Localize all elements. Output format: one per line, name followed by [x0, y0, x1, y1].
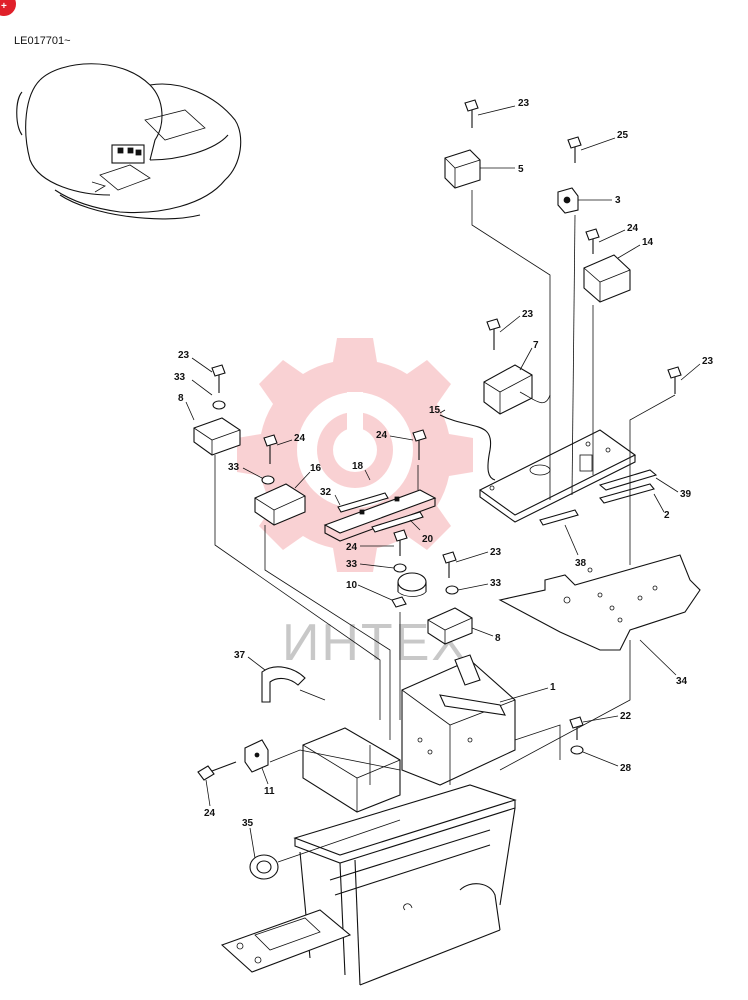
part-label: 8	[178, 393, 184, 404]
part-label: 23	[702, 356, 714, 367]
part-label: 14	[642, 237, 654, 248]
part-label: 35	[242, 818, 254, 829]
relay-5	[444, 149, 481, 189]
harness-connector-7	[483, 364, 551, 415]
part-label: 15	[429, 405, 441, 416]
bolt-23-top	[464, 99, 479, 128]
bar-39	[598, 469, 658, 491]
controller-16	[254, 483, 306, 526]
part-label: 38	[575, 558, 587, 569]
bolt-22	[569, 716, 584, 755]
bolt-23-lower	[442, 551, 459, 595]
part-label: 22	[620, 711, 632, 722]
bolt-24-right	[585, 228, 600, 254]
floor-plate-34	[498, 554, 701, 651]
clip-3	[557, 187, 579, 214]
part-label: 39	[680, 489, 692, 500]
part-label: 11	[264, 786, 275, 797]
part-label: 23	[522, 309, 534, 320]
part-label: 32	[320, 487, 332, 498]
part-label: 33	[490, 578, 502, 589]
part-label: 10	[346, 580, 358, 591]
bar-20	[371, 511, 424, 533]
handle-37	[261, 666, 306, 703]
part-label: 34	[676, 676, 688, 687]
svg-text:+: +	[1, 1, 7, 12]
part-label: 33	[346, 559, 358, 570]
part-label: 33	[174, 372, 186, 383]
bar-32	[337, 492, 389, 513]
bolt-23-mid	[486, 318, 501, 350]
part-label: 23	[490, 547, 502, 558]
part-number-labels: 23 5 25 3 24 14 23 7 23 23 33 8 24 24 15…	[174, 98, 714, 829]
part-label: 25	[617, 130, 629, 141]
watermark-logo	[237, 338, 473, 572]
part-label: 2	[664, 510, 670, 521]
console-base-1	[401, 654, 516, 786]
bolt-24-bottom-left	[197, 761, 237, 781]
bolt-25	[567, 136, 582, 163]
upper-mounting-plate	[478, 429, 637, 523]
bar-2	[599, 483, 655, 504]
part-label: 23	[178, 350, 190, 361]
corner-badge	[0, 0, 16, 16]
part-label: 28	[620, 763, 632, 774]
part-label: 24	[376, 430, 388, 441]
bolt-23-far-right	[667, 366, 682, 394]
label-pointers	[185, 105, 701, 859]
seat-switch-detail	[91, 144, 151, 193]
part-label: 33	[228, 462, 240, 473]
console-front-panel	[302, 727, 401, 813]
bar-38	[539, 509, 579, 526]
part-label: 24	[204, 808, 216, 819]
part-label: 18	[352, 461, 364, 472]
part-label: 5	[518, 164, 524, 175]
bracket-assembly-18-20	[323, 489, 437, 542]
bolt-24-center	[412, 429, 427, 460]
relay-8-right	[427, 607, 473, 645]
grommet-35	[249, 854, 279, 880]
bracket-11	[244, 739, 269, 773]
bolt-23-left	[211, 364, 226, 410]
relay-8-left	[193, 417, 241, 456]
part-label: 20	[422, 534, 434, 545]
seat-thumbnail	[16, 63, 242, 220]
seat-frame	[220, 784, 517, 986]
controller-14	[583, 254, 631, 303]
part-label: 1	[550, 682, 556, 693]
part-label: 24	[627, 223, 639, 234]
serial-note: LE017701~	[14, 35, 71, 47]
bolt-24-lower-center	[393, 529, 408, 573]
part-label: 24	[346, 542, 358, 553]
part-label: 7	[533, 340, 539, 351]
switch-10	[391, 572, 427, 608]
part-label: 37	[234, 650, 246, 661]
part-label: 16	[310, 463, 322, 474]
part-label: 23	[518, 98, 530, 109]
part-label: 8	[495, 633, 501, 644]
harness-15	[439, 414, 496, 481]
part-label: 24	[294, 433, 306, 444]
leader-lines	[214, 190, 676, 863]
bolt-24-mid-left	[261, 434, 278, 485]
part-label: 3	[615, 195, 621, 206]
